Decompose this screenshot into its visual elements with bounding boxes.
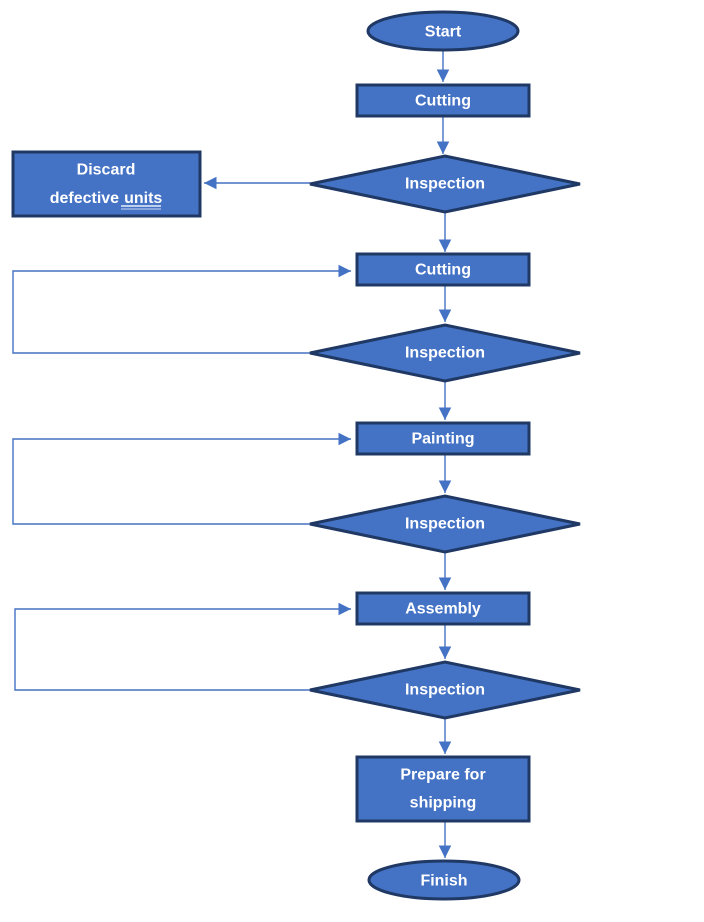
node-inspection-2[interactable]: Inspection bbox=[309, 323, 581, 383]
finish-terminator-shape[interactable] bbox=[367, 859, 521, 901]
inspection3-decision-shape[interactable] bbox=[309, 494, 581, 554]
edge-inspection2-loop-to-cutting2[interactable] bbox=[12, 264, 351, 354]
node-finish[interactable]: Finish bbox=[367, 859, 521, 901]
node-cutting-2[interactable]: Cutting bbox=[355, 252, 531, 287]
node-inspection4-label: Inspection bbox=[405, 682, 485, 699]
discard-word-units: units bbox=[124, 190, 162, 207]
node-start-label: Start bbox=[425, 24, 462, 41]
node-cutting-1[interactable]: Cutting bbox=[355, 83, 531, 118]
node-inspection-3[interactable]: Inspection bbox=[309, 494, 581, 554]
node-assembly-label: Assembly bbox=[405, 601, 481, 618]
painting-process-shape[interactable] bbox=[355, 421, 531, 456]
inspection4-decision-shape[interactable] bbox=[309, 660, 581, 720]
node-cutting1-label: Cutting bbox=[415, 93, 471, 110]
node-inspection2-label: Inspection bbox=[405, 345, 485, 362]
cutting1-process-shape[interactable] bbox=[355, 83, 531, 118]
discard-word-defective: defective bbox=[50, 190, 119, 207]
inspection2-decision-shape[interactable] bbox=[309, 323, 581, 383]
edge-inspection3-loop-to-painting[interactable] bbox=[12, 432, 351, 525]
prepare-label-line2: shipping bbox=[410, 795, 477, 812]
inspection1-decision-shape[interactable] bbox=[309, 154, 581, 214]
node-cutting2-label: Cutting bbox=[415, 262, 471, 279]
node-start[interactable]: Start bbox=[366, 10, 520, 52]
discard-label-line1: Discard bbox=[77, 162, 136, 179]
discard-label-line2: defective units bbox=[50, 190, 163, 207]
node-inspection-4[interactable]: Inspection bbox=[309, 660, 581, 720]
prepare-process-shape[interactable] bbox=[355, 755, 531, 823]
node-inspection3-label: Inspection bbox=[405, 516, 485, 533]
node-prepare-for-shipping[interactable]: Prepare for shipping bbox=[355, 755, 531, 823]
node-finish-label: Finish bbox=[420, 873, 467, 890]
node-inspection-1[interactable]: Inspection bbox=[309, 154, 581, 214]
node-discard-defective-units[interactable]: Discard defective units bbox=[11, 150, 202, 218]
discard-process-shape[interactable] bbox=[11, 150, 202, 218]
edge-inspection4-loop-to-assembly[interactable] bbox=[14, 602, 351, 691]
connectors bbox=[12, 50, 452, 858]
node-inspection1-label: Inspection bbox=[405, 176, 485, 193]
node-painting-label: Painting bbox=[411, 431, 474, 448]
cutting2-process-shape[interactable] bbox=[355, 252, 531, 287]
start-terminator-shape[interactable] bbox=[366, 10, 520, 52]
prepare-label-line1: Prepare for bbox=[400, 767, 485, 784]
node-assembly[interactable]: Assembly bbox=[355, 591, 531, 626]
node-painting[interactable]: Painting bbox=[355, 421, 531, 456]
assembly-process-shape[interactable] bbox=[355, 591, 531, 626]
